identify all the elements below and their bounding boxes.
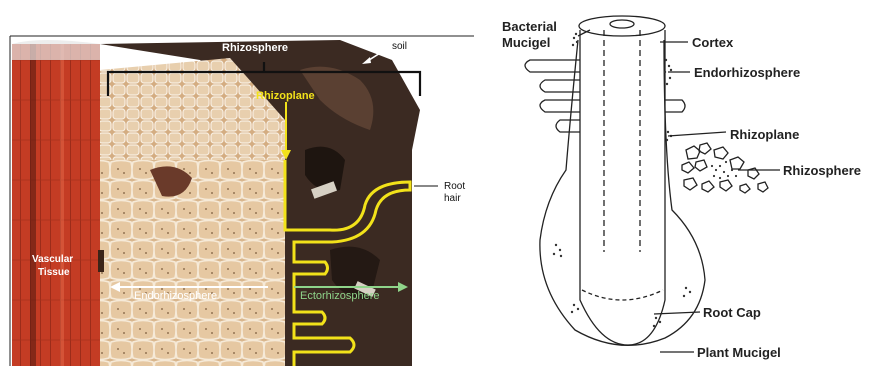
soil-aggregates: [682, 143, 768, 193]
label-root-hair-2: hair: [444, 193, 461, 204]
label-rhizosphere-right: Rhizosphere: [783, 163, 861, 178]
label-root-hair-1: Root: [444, 181, 465, 192]
root-outline: [580, 30, 665, 345]
label-root-cap: Root Cap: [703, 305, 761, 320]
label-ectorhizosphere: Ectorhizosphere: [300, 290, 380, 302]
label-plant-mucigel: Plant Mucigel: [697, 345, 781, 360]
vascular-vessel: [30, 44, 36, 366]
vascular-connector: [98, 250, 104, 272]
right-labels: Bacterial Mucigel Cortex Endorhizosphere…: [502, 19, 861, 360]
label-endorhizosphere-left: Endorhizosphere: [134, 290, 217, 302]
label-vascular-2: Tissue: [38, 267, 70, 278]
cortex-cells: [100, 160, 285, 366]
label-rhizosphere-left: Rhizosphere: [222, 42, 288, 54]
bacterial-clusters: [553, 33, 691, 327]
root-cap-boundary: [582, 290, 663, 300]
root-hair: [525, 60, 580, 72]
root-vascular-top: [610, 20, 634, 28]
root-hair: [540, 100, 580, 112]
label-rhizoplane-left: Rhizoplane: [256, 90, 315, 102]
label-rhizoplane-right: Rhizoplane: [730, 127, 799, 142]
root-hair: [556, 120, 580, 132]
label-bacterial-1: Bacterial: [502, 19, 557, 34]
leader-rhizoplane: [668, 132, 726, 136]
root-hair-right: [665, 100, 685, 112]
rhizosphere-bacteria: [711, 161, 737, 179]
root-top: [579, 16, 665, 36]
vascular-top: [12, 40, 100, 60]
label-soil: soil: [392, 41, 407, 52]
left-diagram: Rhizosphere soil Rhizoplane Root hair Va…: [10, 36, 474, 366]
label-vascular-1: Vascular: [32, 254, 73, 265]
vascular-tissue: [12, 44, 100, 366]
label-cortex: Cortex: [692, 35, 734, 50]
label-endorhizosphere-right: Endorhizosphere: [694, 65, 800, 80]
label-bacterial-2: Mucigel: [502, 35, 550, 50]
vascular-vessel: [60, 44, 64, 366]
